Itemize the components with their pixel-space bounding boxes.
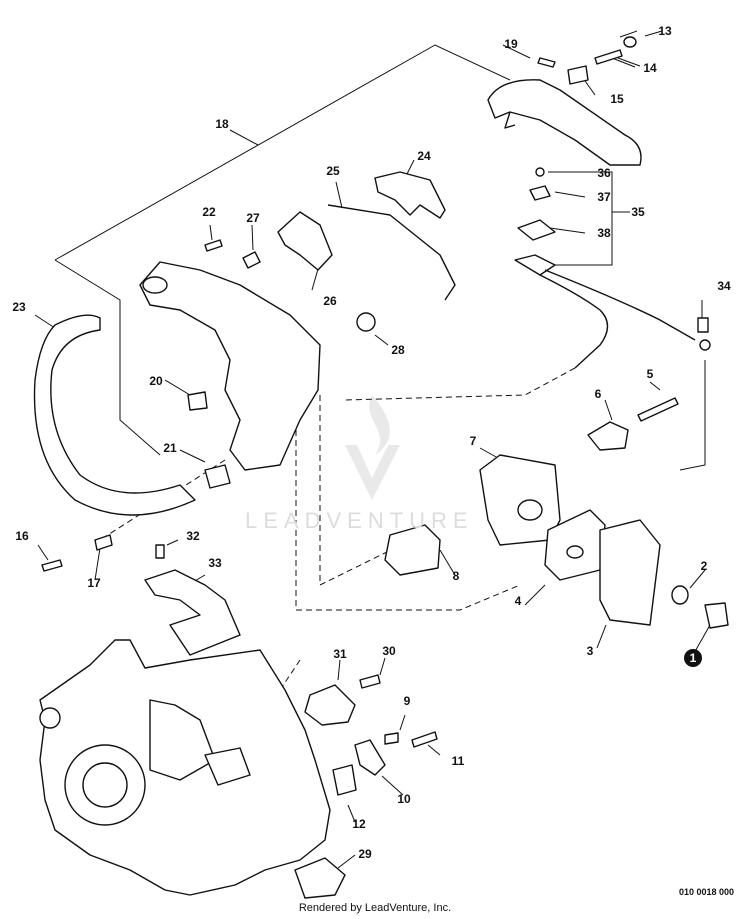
watermark: LEADVENTURE — [245, 508, 474, 533]
plate-38 — [517, 219, 556, 241]
top-handle — [487, 79, 642, 166]
callout-22: 22 — [202, 205, 216, 219]
callout-34: 34 — [717, 279, 731, 293]
callout-20: 20 — [149, 374, 163, 388]
callout-21: 21 — [163, 441, 177, 455]
callout-28: 28 — [391, 343, 405, 357]
clip-6 — [587, 421, 629, 451]
bolt-16 — [41, 559, 63, 572]
callout-19: 19 — [504, 37, 518, 51]
knob-1 — [704, 602, 729, 629]
callout-26: 26 — [323, 294, 337, 308]
callout-9: 9 — [404, 694, 411, 708]
screw-19 — [537, 57, 556, 68]
callout-24: 24 — [417, 149, 431, 163]
callout-8: 8 — [453, 569, 460, 583]
screw-32 — [155, 544, 165, 559]
carburetor-8 — [384, 524, 441, 576]
callout-4: 4 — [515, 594, 522, 608]
front-handle — [33, 314, 196, 516]
spring-15 — [567, 65, 589, 85]
callout-23: 23 — [12, 300, 26, 314]
screw-9 — [384, 732, 399, 745]
callout-2: 2 — [701, 559, 708, 573]
watermark-logo — [345, 395, 400, 500]
boot-29 — [294, 857, 346, 899]
rear-handle — [139, 261, 321, 471]
rendered-by-text: Rendered by LeadVenture, Inc. — [298, 902, 452, 914]
callout-36: 36 — [597, 166, 611, 180]
screw-22 — [204, 239, 223, 252]
bolt-5 — [637, 397, 679, 422]
bolt-14 — [594, 49, 623, 65]
lockout-26 — [277, 211, 333, 271]
callout-15: 15 — [610, 92, 624, 106]
callout-5: 5 — [647, 367, 654, 381]
screw-30 — [359, 674, 381, 689]
callout-1-badge — [684, 649, 702, 667]
callout-3: 3 — [587, 644, 594, 658]
parts — [33, 36, 729, 899]
callout-27: 27 — [246, 211, 260, 225]
spring-12 — [332, 764, 357, 796]
callout-1: 1 — [690, 651, 697, 665]
callout-17: 17 — [87, 576, 101, 590]
washer-2 — [671, 585, 689, 605]
grommet-21 — [204, 464, 231, 489]
washer-13 — [623, 36, 637, 48]
callout-labels: 1234567891011121314151617181920212223242… — [12, 24, 731, 861]
callout-7: 7 — [470, 434, 477, 448]
callout-13: 13 — [658, 24, 672, 38]
callout-6: 6 — [595, 387, 602, 401]
screw-34 — [697, 317, 709, 333]
callout-29: 29 — [358, 847, 372, 861]
cover-3 — [599, 519, 661, 626]
spring-27 — [242, 251, 261, 269]
throttle-trigger-24 — [374, 171, 446, 219]
callout-14: 14 — [643, 61, 657, 75]
washer-28 — [356, 312, 376, 332]
bolt-11 — [411, 731, 438, 748]
spacer-17 — [94, 534, 113, 551]
throttle-rod-25 — [327, 204, 456, 301]
engine-body — [39, 639, 331, 896]
callout-32: 32 — [186, 529, 200, 543]
plate-10 — [354, 739, 386, 776]
nut-37 — [529, 185, 551, 201]
callout-38: 38 — [597, 226, 611, 240]
callout-16: 16 — [15, 529, 29, 543]
callout-25: 25 — [326, 164, 340, 178]
callout-33: 33 — [208, 556, 222, 570]
callout-35: 35 — [631, 205, 645, 219]
callout-12: 12 — [352, 817, 366, 831]
diagram-code: 010 0018 000 — [678, 887, 734, 897]
callout-31: 31 — [333, 647, 347, 661]
callout-18: 18 — [215, 117, 229, 131]
knob-20 — [187, 391, 208, 411]
boot-31 — [304, 684, 356, 726]
callout-30: 30 — [382, 644, 396, 658]
screw-36 — [535, 167, 545, 177]
callout-10: 10 — [397, 792, 411, 806]
plate-33 — [144, 569, 241, 656]
callout-37: 37 — [597, 190, 611, 204]
callout-11: 11 — [452, 754, 465, 768]
